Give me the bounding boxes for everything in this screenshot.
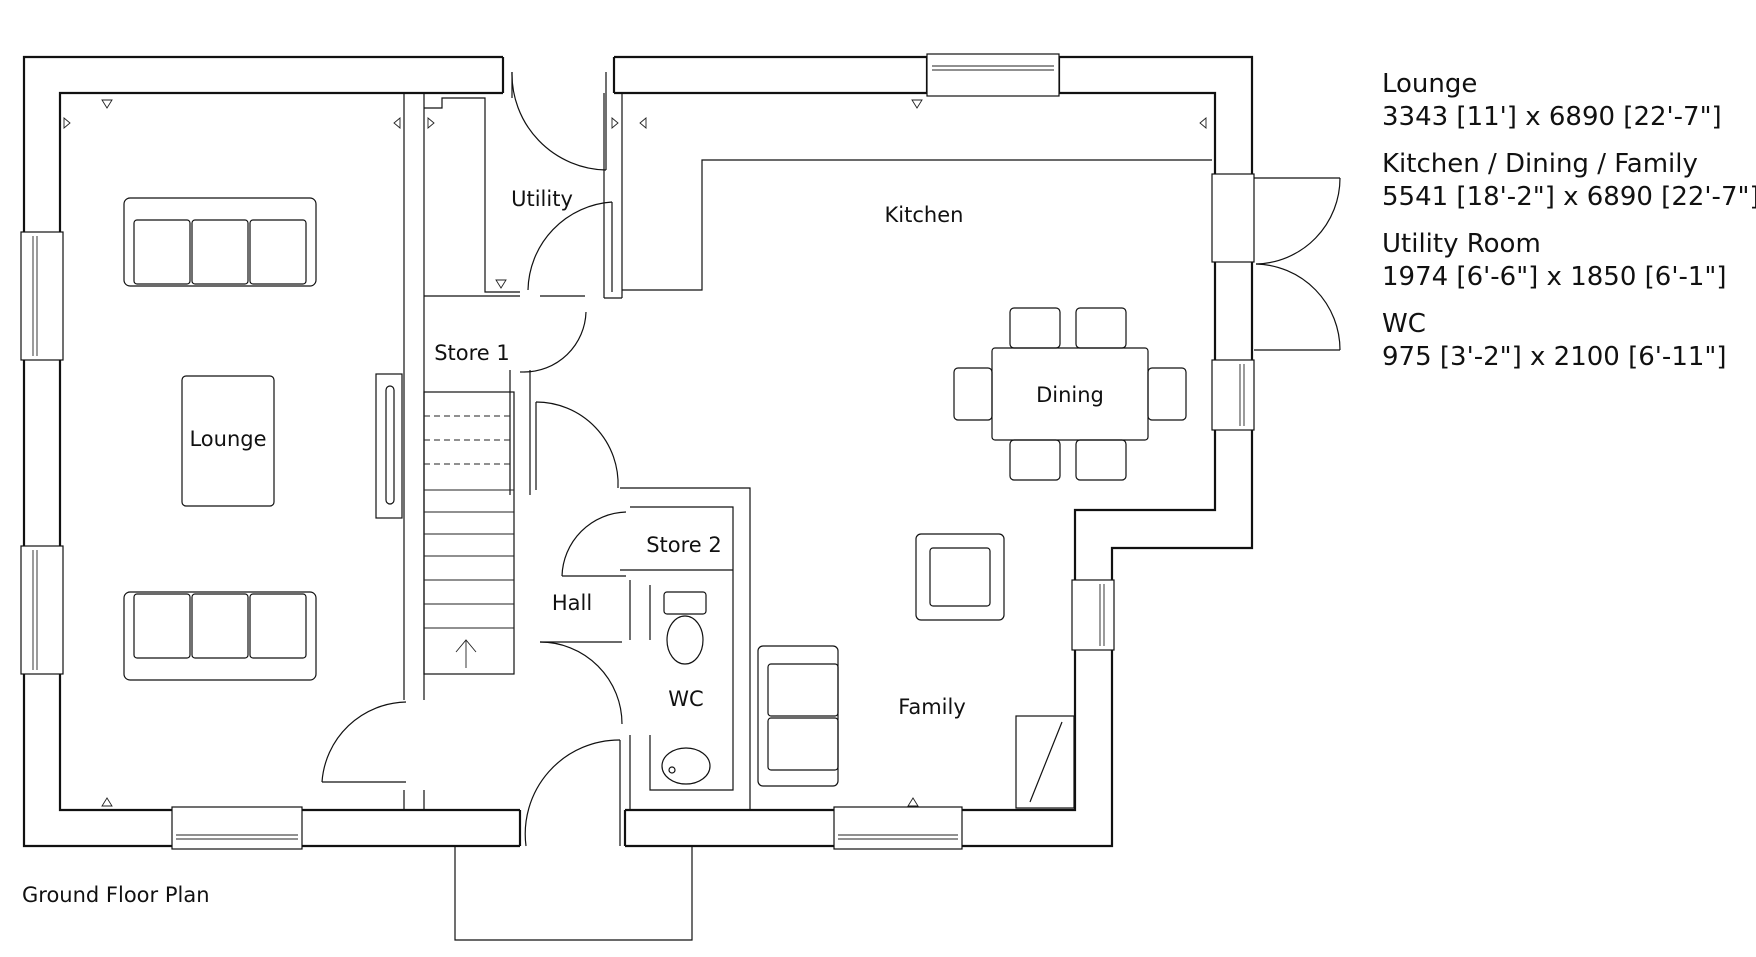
room-label-wc: WC: [668, 687, 703, 711]
room-label-dining: Dining: [1036, 383, 1104, 407]
schedule-item-utility-room: Utility Room 1974 [6'-6"] x 1850 [6'-1"]: [1382, 228, 1742, 294]
external-walls: [22, 55, 1254, 848]
schedule-room-dimensions: 3343 [11'] x 6890 [22'-7"]: [1382, 102, 1722, 132]
schedule-room-name: Lounge: [1382, 69, 1478, 99]
schedule-item-wc: WC 975 [3'-2"] x 2100 [6'-11"]: [1382, 308, 1742, 374]
room-label-utility: Utility: [511, 187, 573, 211]
room-label-hall: Hall: [552, 591, 592, 615]
schedule-room-dimensions: 975 [3'-2"] x 2100 [6'-11"]: [1382, 342, 1727, 372]
room-label-lounge: Lounge: [189, 427, 266, 451]
furniture: [123, 197, 1187, 809]
schedule-room-dimensions: 1974 [6'-6"] x 1850 [6'-1"]: [1382, 262, 1727, 292]
staircase: [375, 373, 515, 675]
schedule-room-name: Kitchen / Dining / Family: [1382, 149, 1698, 179]
radiator-markers: [63, 99, 1207, 807]
schedule-room-dimensions: 5541 [18'-2"] x 6890 [22'-7"]: [1382, 182, 1756, 212]
room-label-kitchen: Kitchen: [885, 203, 964, 227]
schedule-item-kitchen-dining-family: Kitchen / Dining / Family 5541 [18'-2"] …: [1382, 148, 1756, 214]
plan-caption: Ground Floor Plan: [22, 883, 210, 907]
room-label-family: Family: [898, 695, 966, 719]
room-label-store1: Store 1: [434, 341, 510, 365]
room-schedule: Lounge 3343 [11'] x 6890 [22'-7"] Kitche…: [1382, 68, 1756, 388]
doors: [321, 71, 1341, 941]
windows: [20, 53, 1255, 850]
schedule-item-lounge: Lounge 3343 [11'] x 6890 [22'-7"]: [1382, 68, 1742, 134]
schedule-room-name: Utility Room: [1382, 229, 1541, 259]
room-labels: Lounge Utility Kitchen Store 1 Dining St…: [189, 187, 1103, 719]
room-label-store2: Store 2: [646, 533, 722, 557]
schedule-room-name: WC: [1382, 309, 1426, 339]
